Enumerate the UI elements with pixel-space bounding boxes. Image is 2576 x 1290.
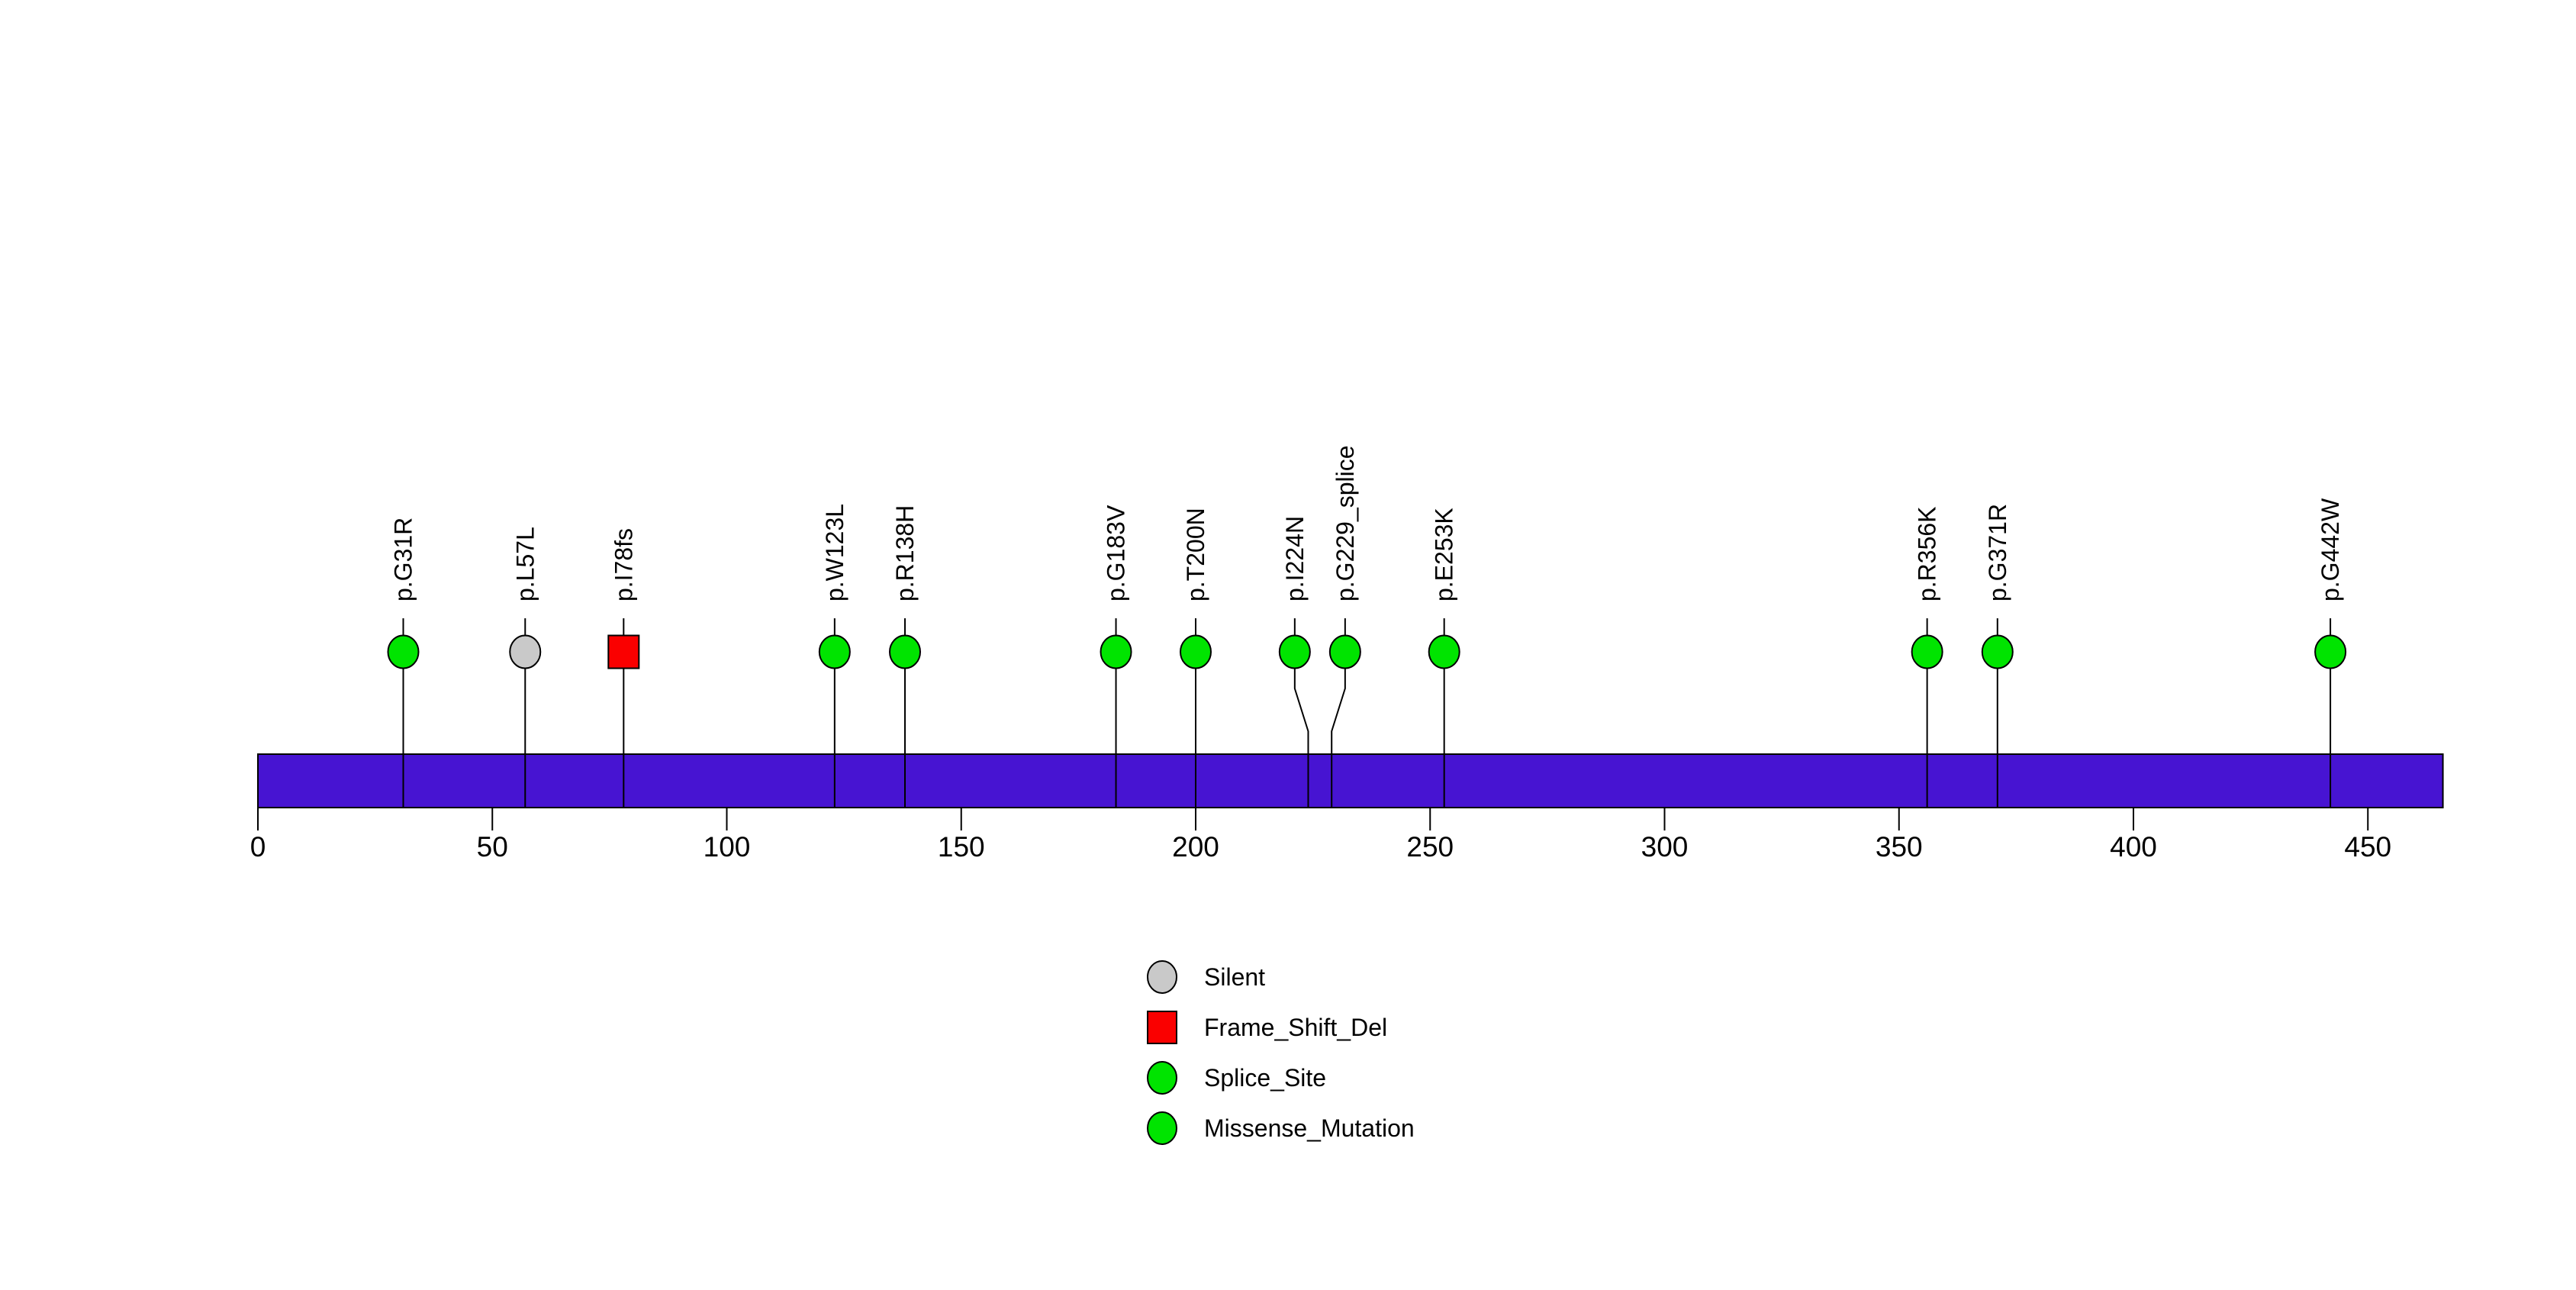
mutation-marker-circle bbox=[1911, 634, 1943, 669]
mutation-label: p.G371R bbox=[1984, 504, 2011, 601]
mutation-marker-circle bbox=[1428, 634, 1460, 669]
legend-label: Silent bbox=[1204, 963, 1265, 991]
legend-marker-square bbox=[1147, 1011, 1177, 1044]
mutation-marker-circle bbox=[889, 634, 922, 669]
axis-tick-label: 400 bbox=[2110, 831, 2157, 863]
axis-tick-label: 200 bbox=[1172, 831, 1219, 863]
legend-label: Missense_Mutation bbox=[1204, 1114, 1415, 1142]
legend-label: Frame_Shift_Del bbox=[1204, 1014, 1387, 1041]
axis-tick-label: 350 bbox=[1876, 831, 1923, 863]
legend-label: Splice_Site bbox=[1204, 1064, 1326, 1092]
axis-tick-label: 250 bbox=[1406, 831, 1454, 863]
mutation-label: p.G31R bbox=[389, 518, 417, 601]
mutation-label: p.L57L bbox=[511, 527, 539, 601]
mutation-label: p.T200N bbox=[1182, 508, 1209, 601]
protein-domain-bar bbox=[257, 753, 2444, 808]
axis-tick-label: 50 bbox=[477, 831, 508, 863]
mutation-marker-circle bbox=[509, 634, 542, 669]
legend-marker-circle bbox=[1147, 1111, 1177, 1145]
mutation-marker-circle bbox=[1180, 634, 1212, 669]
mutation-label: p.R138H bbox=[891, 505, 919, 601]
mutation-marker-circle bbox=[2314, 634, 2347, 669]
mutation-label: p.G442W bbox=[2317, 498, 2344, 601]
mutation-label: p.E253K bbox=[1431, 508, 1458, 601]
mutation-label: p.I224N bbox=[1281, 516, 1309, 601]
axis-tick-label: 150 bbox=[938, 831, 985, 863]
mutation-label: p.G229_splice bbox=[1331, 445, 1359, 601]
mutation-marker-square bbox=[607, 634, 640, 669]
mutation-marker-circle bbox=[1278, 634, 1311, 669]
mutation-label: p.I78fs bbox=[610, 528, 637, 601]
mutation-marker-circle bbox=[1981, 634, 2014, 669]
mutation-label: p.G183V bbox=[1103, 505, 1130, 601]
legend-marker-circle bbox=[1147, 960, 1177, 994]
mutation-marker-circle bbox=[818, 634, 851, 669]
axis-tick-label: 100 bbox=[704, 831, 751, 863]
legend-marker-circle bbox=[1147, 1061, 1177, 1095]
mutation-marker-circle bbox=[1328, 634, 1361, 669]
axis-tick-label: 300 bbox=[1641, 831, 1689, 863]
mutation-label: p.R356K bbox=[1914, 506, 1941, 601]
axis-tick-label: 450 bbox=[2344, 831, 2391, 863]
mutation-marker-circle bbox=[1100, 634, 1132, 669]
axis-tick-label: 0 bbox=[250, 831, 266, 863]
mutation-label: p.W123L bbox=[821, 504, 848, 601]
mutation-marker-circle bbox=[387, 634, 420, 669]
